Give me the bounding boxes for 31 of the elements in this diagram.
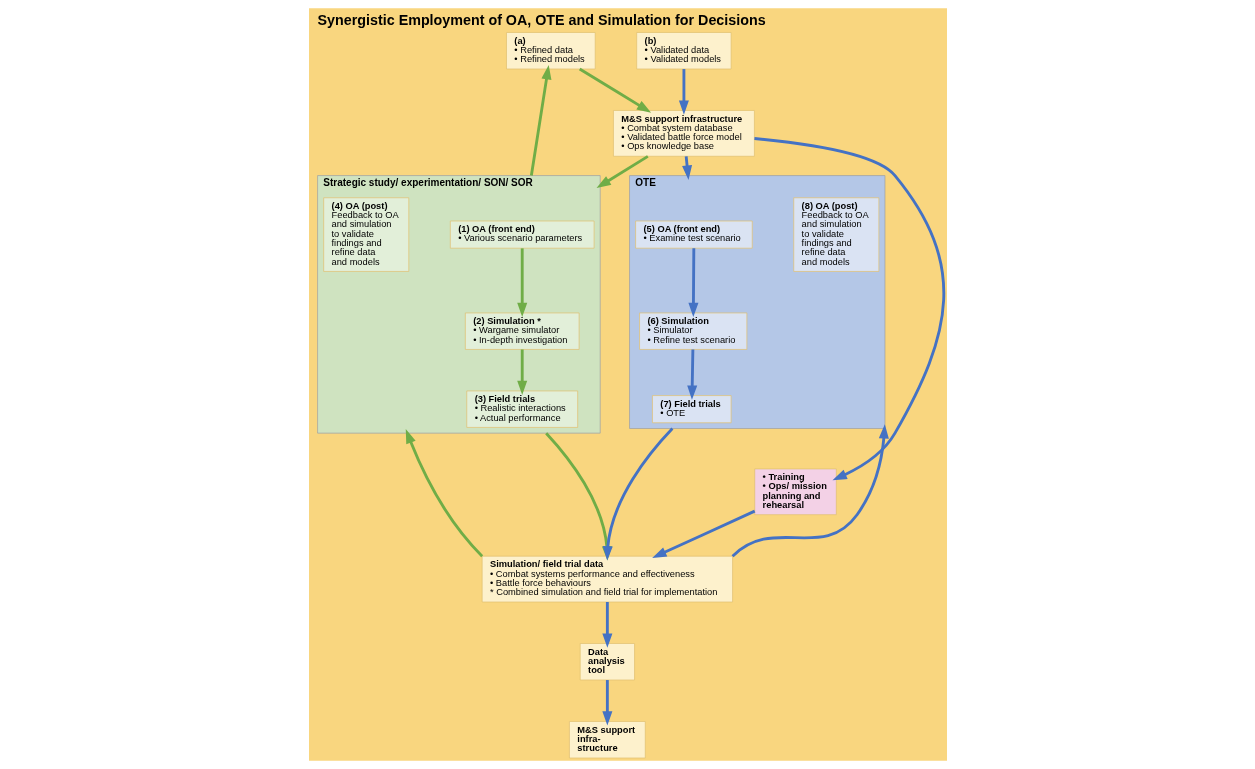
arrow — [686, 349, 697, 400]
arrow — [681, 156, 692, 180]
arrow — [529, 65, 551, 176]
arrow — [601, 680, 612, 726]
diagram-title: Synergistic Employment of OA, OTE and Simulation for Decisions — [317, 11, 766, 28]
node-box: (7) Field trials • OTE — [651, 395, 731, 424]
node-box: (8) OA (post) Feedback to OA and simulation to validate findings and refine data and models — [792, 197, 879, 272]
node-box: (5) OA (front end) • Examine test scenario — [634, 220, 753, 249]
arrow — [601, 602, 612, 648]
arrow — [405, 429, 483, 558]
arrow — [687, 248, 698, 318]
node-box: (6) Simulation • Simulator • Refine test scenario — [638, 312, 747, 350]
arrow — [578, 67, 651, 113]
node-box: (a) • Refined data • Refined models — [505, 32, 596, 70]
arrow — [731, 424, 889, 558]
node-box: • Training • Ops/ mission planning and rehearsal — [753, 468, 837, 516]
arrow — [678, 69, 689, 115]
node-box: Simulation/ field trial data • Combat systems performance and effectiveness • Battle force behaviours * Combined simulation and field trial for implementation — [481, 555, 733, 603]
arrow — [651, 509, 755, 558]
node-box: (3) Field trials • Realistic interactions • Actual performance — [465, 390, 578, 428]
node-box: M&S support infrastructure • Combat system database • Validated battle force model • Ops knowledge base — [612, 110, 755, 157]
node-box: M&S support infra- structure — [568, 721, 646, 759]
arrow — [753, 137, 945, 481]
arrow — [596, 155, 649, 189]
node-box: (1) OA (front end) • Various scenario parameters — [449, 220, 594, 249]
node-box: (4) OA (post) Feedback to OA and simulation to validate findings and refine data and models — [322, 197, 409, 272]
node-box: (2) Simulation * • Wargame simulator • In-depth investigation — [464, 312, 579, 350]
arrow — [516, 349, 527, 396]
node-box: (b) • Validated data • Validated models — [635, 32, 731, 70]
arrow — [516, 248, 527, 318]
node-box: Data analysis tool — [579, 643, 635, 681]
